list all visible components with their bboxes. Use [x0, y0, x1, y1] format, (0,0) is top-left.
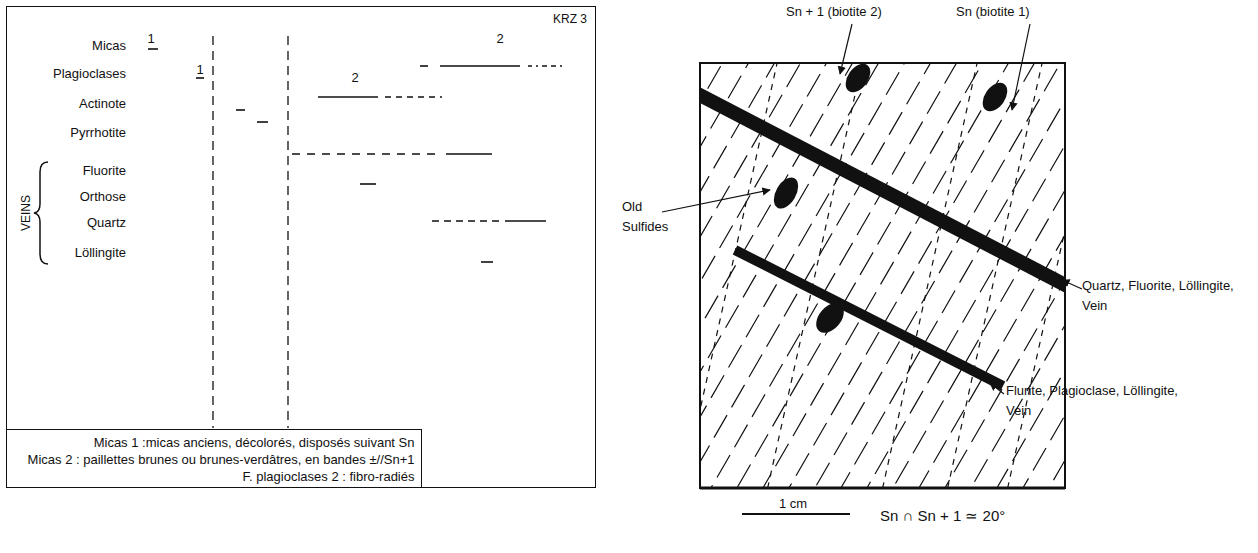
mineral-name: Pyrrhotite	[70, 125, 126, 140]
sample-block	[700, 63, 1065, 488]
mineral-name: Löllingite	[75, 245, 126, 260]
chart-frame: KRZ 3 Micas 1 :micas anciens, décolorés, …	[6, 6, 596, 488]
notes-box: Micas 1 :micas anciens, décolorés, dispo…	[6, 429, 422, 488]
stage-number: 1	[196, 62, 203, 77]
fluorite-vein	[735, 250, 1003, 386]
sn-foliation	[782, 64, 1042, 487]
sn-foliation	[704, 64, 964, 487]
sn-foliation	[701, 64, 912, 487]
veins-brace	[34, 162, 48, 264]
mineral-name: Orthose	[80, 189, 126, 204]
callout-label: Quartz, Fluorite, Löllingite, Vein	[1082, 276, 1257, 316]
mineral-name: Actinote	[79, 96, 126, 111]
mineral-name: Fluorite	[83, 163, 126, 178]
scale-label: 1 cm	[779, 496, 807, 511]
old-sulfides	[769, 59, 1013, 338]
callout-label: Old Sulfides	[622, 197, 692, 237]
sn1-foliation	[945, 64, 1045, 487]
mineral-name: Plagioclases	[53, 66, 126, 81]
scale-bar	[742, 513, 850, 515]
stage-number: 1	[147, 31, 154, 46]
mineral-name: Quartz	[87, 215, 126, 230]
leader-arrows	[662, 24, 1082, 394]
callout-label: Sn (biotite 1)	[956, 4, 1030, 19]
sn-foliation	[701, 64, 730, 487]
sn-foliation	[701, 64, 938, 487]
sn1-foliation	[880, 64, 980, 487]
note-line: Micas 2 : paillettes brunes ou brunes-ve…	[13, 451, 415, 468]
sample-id: KRZ 3	[7, 11, 587, 28]
group-label: VEINS	[19, 195, 34, 231]
foliation-lines	[701, 64, 1064, 487]
stage-number: 2	[496, 31, 503, 46]
note-line: Micas 1 :micas anciens, décolorés, dispo…	[13, 434, 415, 451]
sn-foliation	[808, 64, 1064, 487]
stage-number: 2	[351, 70, 358, 85]
paragenesis-bars	[148, 49, 562, 262]
mineral-name: Micas	[92, 38, 126, 53]
callout-label: Sn + 1 (biotite 2)	[786, 4, 882, 19]
sn-foliation	[834, 64, 1064, 487]
note-line: F. plagioclases 2 : fibro-radiés	[13, 468, 415, 485]
callout-label: Flurite, Plagioclase, Löllingite, Vein	[1006, 381, 1196, 421]
stage-separators	[213, 36, 288, 428]
angle-note: Sn ∩ Sn + 1 ≃ 20°	[880, 508, 1005, 523]
